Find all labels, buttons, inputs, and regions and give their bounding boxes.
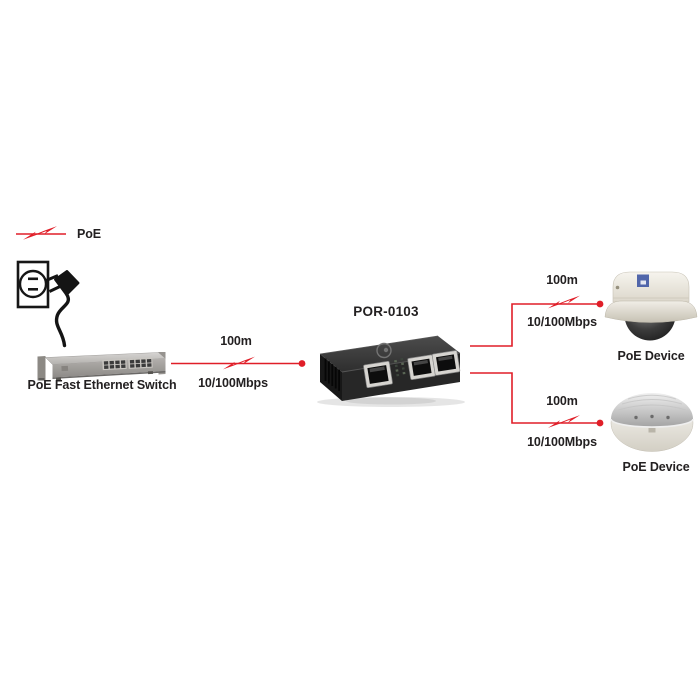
switch-port-block-1 [102,358,127,371]
power-outlet-icon [16,260,50,309]
poe-repeater-illustration [317,335,465,407]
power-plug-icon [45,270,80,348]
repeater-leds [394,357,406,377]
link-switch-repeater [171,356,306,370]
poe-lightning-icon [16,226,66,240]
switch-label: PoE Fast Ethernet Switch [27,377,177,392]
link2-distance-label: 100m [546,394,578,408]
link-repeater-camera [470,295,604,347]
link0-distance-label: 100m [220,334,252,348]
camera-label: PoE Device [617,349,685,363]
link-repeater-access-point [470,372,604,428]
ethernet-switch-illustration [37,352,167,381]
repeater-model-label: POR-0103 [353,303,419,319]
switch-port-block-2 [128,357,153,369]
link1-distance-label: 100m [546,273,578,287]
link1-speed-label: 10/100Mbps [527,315,597,329]
access-point-illustration [610,393,694,452]
repeater-port-in [363,360,393,389]
dome-camera-illustration [604,271,698,341]
repeater-port-out2 [431,350,461,376]
link2-speed-label: 10/100Mbps [527,435,597,449]
poe-legend-label: PoE [77,227,102,241]
access-point-logo [648,428,656,433]
link-dot [596,419,604,427]
link-dot [596,300,604,308]
link0-speed-label: 10/100Mbps [198,376,268,390]
power-cord [54,292,71,348]
repeater-port-out1 [407,354,436,380]
poe-lightning-icon [548,295,580,309]
link-dot [298,360,306,367]
switch-logo [61,365,69,372]
access-point-label: PoE Device [622,460,690,474]
poe-lightning-icon [548,415,580,428]
repeater-vents [324,358,341,391]
repeater-logo [376,342,392,359]
